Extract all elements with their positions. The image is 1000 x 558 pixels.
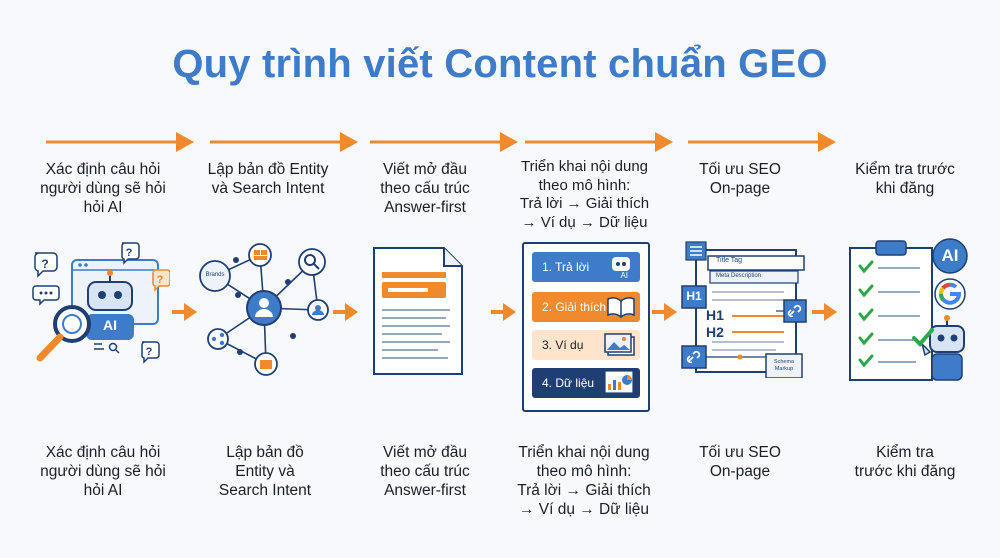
- content-model-panel: 1. Trả lời AI 2. Giải thích 3. Ví dụ 4. …: [522, 242, 650, 412]
- ai-badge-text: AI: [103, 317, 117, 333]
- ai-question-illustration: ? ? ? ? AI: [30, 238, 171, 373]
- ai-circle-text: AI: [941, 246, 959, 265]
- h1-badge: H1: [686, 289, 702, 303]
- answer-first-document-illustration: [368, 242, 468, 382]
- arrow-right-icon: [491, 303, 516, 321]
- brands-node-label: Brands: [205, 272, 225, 278]
- robot-icon: [612, 257, 630, 271]
- step-box-explain: 2. Giải thích: [532, 292, 640, 322]
- meta-description: Meta Description: [716, 273, 762, 279]
- h1-heading: H1: [706, 307, 724, 323]
- seo-onpage-illustration: Title Tag Meta Description H1 H1 H2 Sche…: [680, 238, 810, 378]
- pre-publish-checklist-illustration: AI G: [846, 236, 986, 386]
- svg-text:?: ?: [146, 346, 153, 358]
- arrow-right-icon: [688, 132, 836, 152]
- page-title: Quy trình viết Content chuẩn GEO: [172, 42, 828, 86]
- arrow-right-icon: [652, 303, 677, 321]
- image-icon: [604, 333, 635, 356]
- svg-text:?: ?: [41, 257, 48, 271]
- h2-heading: H2: [706, 324, 724, 340]
- step-box-answer: 1. Trả lời AI: [532, 252, 640, 282]
- step-box-example: 3. Ví dụ: [532, 330, 640, 360]
- ai-label: AI: [620, 271, 628, 280]
- step-box-data: 4. Dữ liệu: [532, 368, 640, 398]
- schema-markup-label: Schema Markup: [773, 359, 795, 372]
- arrow-right-icon: [525, 132, 673, 152]
- open-book-icon: [607, 297, 635, 318]
- arrow-right-icon: [812, 303, 837, 321]
- chart-icon: [604, 370, 634, 394]
- svg-text:?: ?: [157, 274, 164, 286]
- arrow-right-icon: [333, 303, 358, 321]
- entity-map-illustration: Brands: [198, 240, 338, 380]
- arrow-right-icon: [172, 303, 197, 321]
- arrow-right-icon: [370, 132, 518, 152]
- svg-text:?: ?: [126, 247, 133, 259]
- arrow-right-icon: [46, 132, 194, 152]
- arrow-right-icon: [210, 132, 358, 152]
- title-tag: Title Tag: [716, 257, 743, 264]
